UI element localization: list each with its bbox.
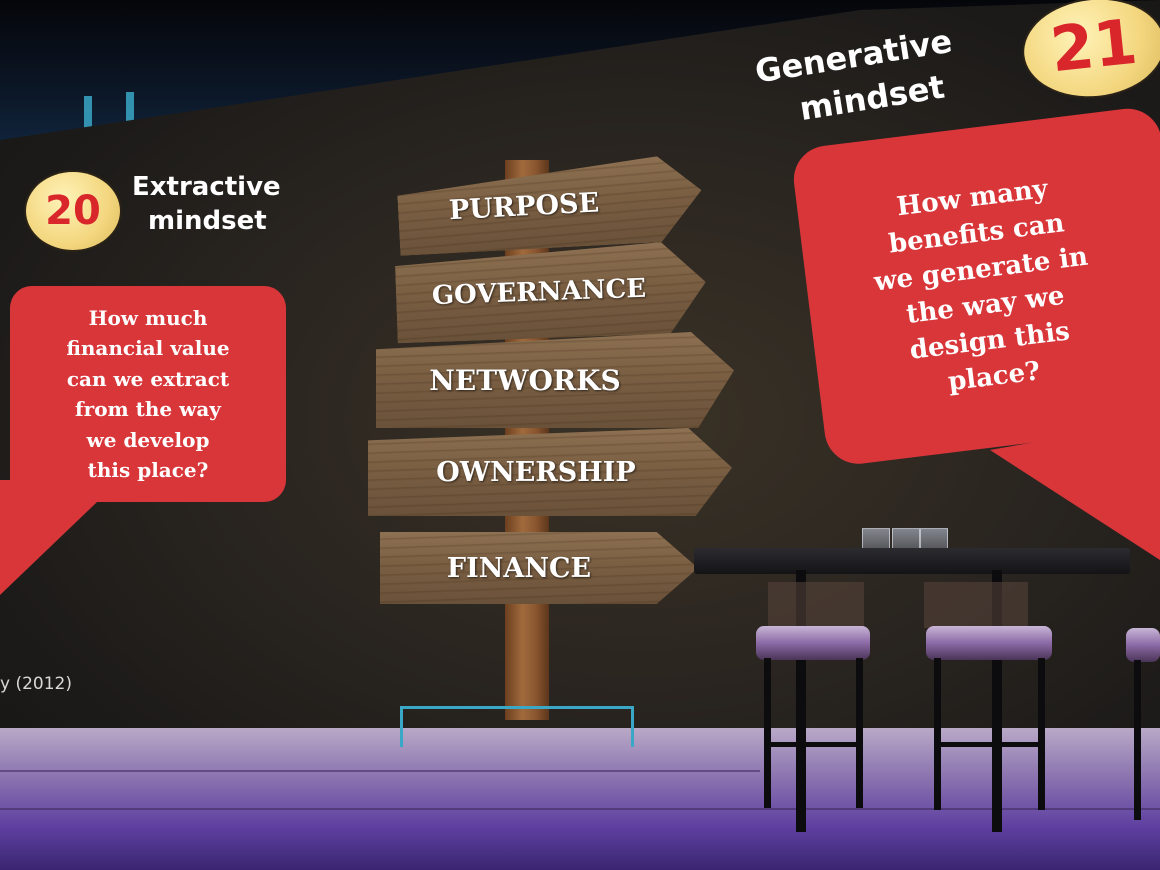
stool-leg [1038,658,1045,810]
table-leg [992,570,1002,832]
bubble-line: financial value [66,336,230,360]
stool-backrest [924,582,1028,628]
bar-stool-seat [1126,628,1160,662]
citation-text: y (2012) [0,674,72,694]
bubble-line: can we extract [66,366,230,391]
stool-backrest [768,582,864,628]
bar-stool-seat [926,626,1052,660]
sign-label: GOVERNANCE [431,273,647,312]
signpost-board-ownership: OWNERSHIP [368,428,732,516]
stool-leg [1134,660,1141,820]
sign-label: NETWORKS [429,363,621,397]
floor-seam [0,808,1160,810]
number-badge-left: 20 [26,172,120,250]
high-table [694,548,1130,574]
stool-rung [768,742,860,747]
signpost-board-networks: NETWORKS [376,332,734,428]
extractive-mindset-heading: Extractive mindset [132,170,281,238]
floor-seam [0,770,760,772]
lighting-truss [84,96,92,132]
stool-leg [934,658,941,810]
signpost-board-finance: FINANCE [380,532,698,604]
bubble-line: this place? [87,458,209,482]
bubble-line: we develop [86,427,210,452]
stool-rung [938,742,1042,747]
bubble-line: from the way [75,397,221,421]
heading-line: mindset [148,206,267,236]
sign-label: PURPOSE [448,186,600,226]
stage-floor [0,728,1160,870]
stool-leg [764,658,771,808]
table-leg [796,570,806,832]
stool-leg [856,658,863,808]
heading-line: Extractive [132,172,281,202]
sign-label: FINANCE [446,552,592,584]
sign-label: OWNERSHIP [436,456,636,488]
bar-stool-seat [756,626,870,660]
stage-riser-frame [400,706,634,747]
speech-bubble-left: How much financial value can we extract … [10,286,286,502]
speech-bubble-right: How many benefits can we generate in the… [790,104,1160,468]
lighting-truss [126,92,134,132]
bubble-line: How much [88,305,208,330]
